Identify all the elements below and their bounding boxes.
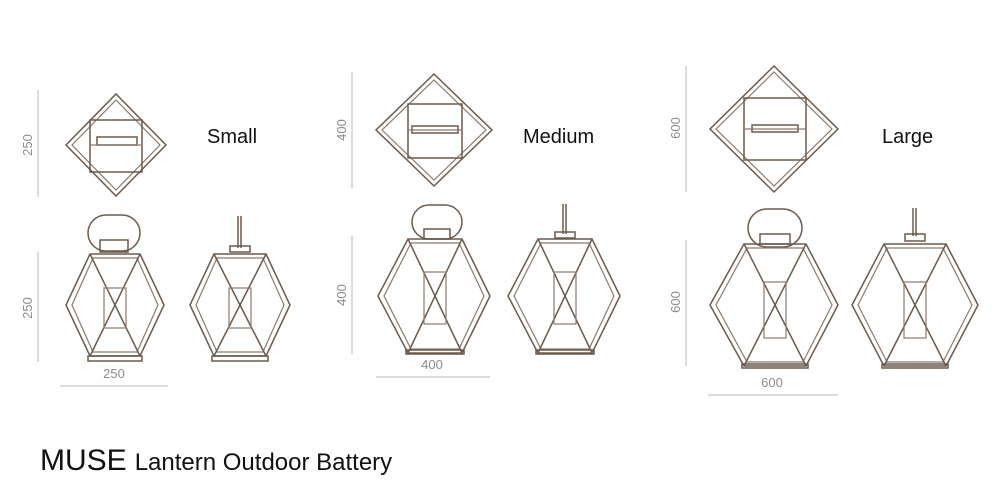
small-side-view bbox=[189, 216, 291, 362]
product-subtitle: Lantern Outdoor Battery bbox=[134, 449, 393, 476]
medium-front-view bbox=[377, 204, 491, 355]
large-width-label: 600 bbox=[761, 375, 783, 390]
medium-size-label: Medium bbox=[523, 126, 594, 148]
product-name: MUSE bbox=[40, 444, 127, 477]
small-front-view bbox=[65, 214, 165, 362]
large-top-view bbox=[708, 64, 840, 194]
small-top-height-label: 250 bbox=[20, 134, 35, 156]
medium-group: 400 400 400 Medium bbox=[334, 72, 621, 378]
medium-width-label: 400 bbox=[421, 357, 443, 372]
large-size-label: Large bbox=[882, 126, 933, 148]
large-side-view bbox=[851, 208, 979, 369]
small-side-height-label: 250 bbox=[20, 297, 35, 319]
large-top-height-label: 600 bbox=[668, 117, 683, 139]
small-size-label: Small bbox=[207, 126, 257, 148]
large-group: 600 600 600 Large bbox=[668, 64, 979, 396]
large-side-height-label: 600 bbox=[668, 291, 683, 313]
product-title: MUSE Lantern Outdoor Battery bbox=[40, 444, 392, 478]
medium-side-height-label: 400 bbox=[334, 284, 349, 306]
medium-top-view bbox=[374, 72, 494, 188]
small-top-view bbox=[64, 92, 168, 198]
medium-side-view bbox=[507, 204, 621, 355]
medium-top-height-label: 400 bbox=[334, 119, 349, 141]
small-group: 250 250 250 Small bbox=[20, 90, 291, 387]
large-front-view bbox=[709, 208, 839, 369]
small-width-label: 250 bbox=[103, 366, 125, 381]
